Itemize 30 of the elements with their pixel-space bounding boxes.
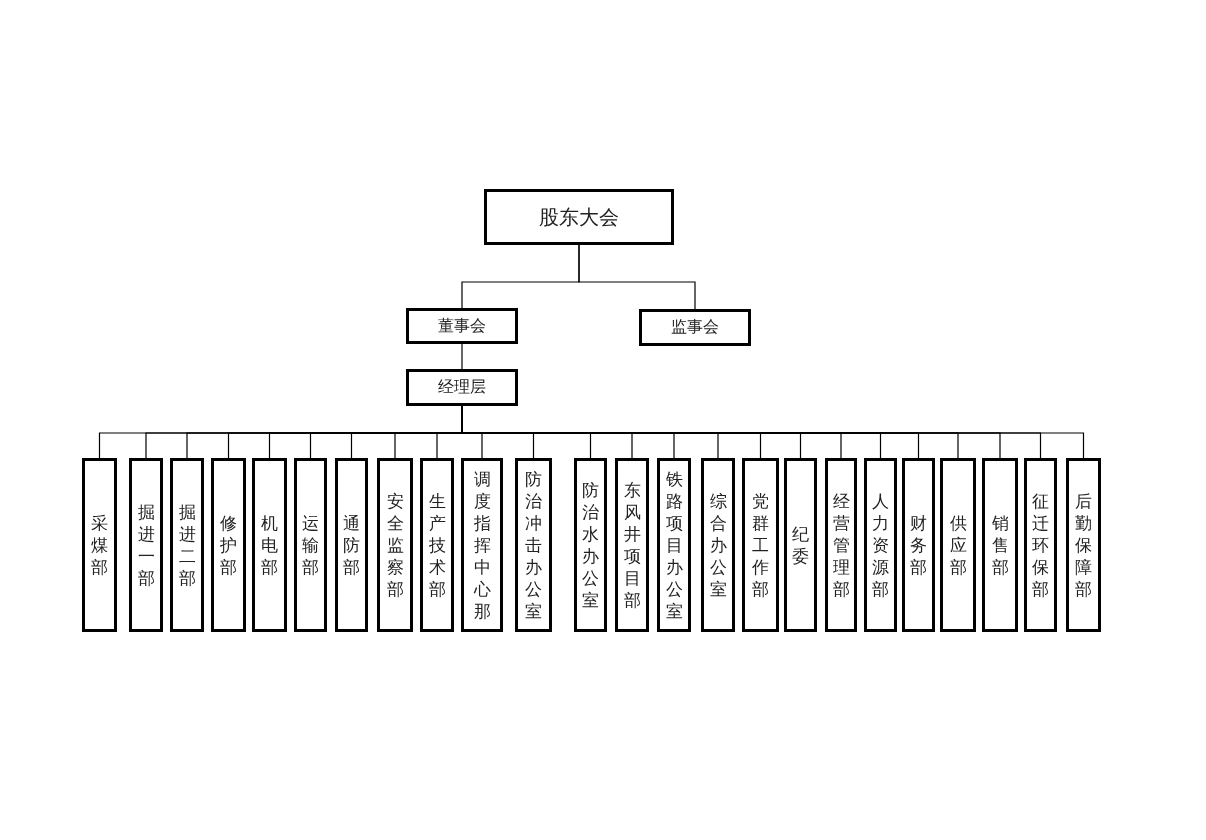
department-box: 经营管理部 <box>825 458 857 632</box>
department-box: 铁路项目办公室 <box>657 458 691 632</box>
department-box: 采煤部 <box>82 458 117 632</box>
org-box: 监事会 <box>639 309 751 346</box>
department-box: 后勤保障部 <box>1066 458 1101 632</box>
department-box: 安全监察部 <box>377 458 413 632</box>
org-box: 经理层 <box>406 369 518 406</box>
connector-line <box>578 244 696 310</box>
department-box: 调度指挥中心那 <box>461 458 503 632</box>
department-box: 掘进一部 <box>129 458 163 632</box>
department-box: 通防部 <box>335 458 368 632</box>
department-box: 销售部 <box>982 458 1018 632</box>
org-box: 董事会 <box>406 308 518 344</box>
department-box: 征迁环保部 <box>1024 458 1057 632</box>
department-box: 人力资源部 <box>864 458 897 632</box>
department-box: 供应部 <box>940 458 976 632</box>
department-box: 东风井项目部 <box>615 458 649 632</box>
department-box: 防治冲击办公室 <box>515 458 552 632</box>
org-box: 股东大会 <box>484 189 674 245</box>
department-box: 掘进二部 <box>170 458 204 632</box>
department-box: 生产技术部 <box>420 458 454 632</box>
department-box: 纪委 <box>784 458 817 632</box>
department-box: 党群工作部 <box>742 458 779 632</box>
department-box: 修护部 <box>211 458 246 632</box>
department-box: 机电部 <box>252 458 287 632</box>
department-box: 综合办公室 <box>701 458 735 632</box>
department-box: 运输部 <box>294 458 327 632</box>
department-box: 财务部 <box>902 458 935 632</box>
connector-line <box>461 343 463 370</box>
department-box: 防治水办公室 <box>574 458 607 632</box>
